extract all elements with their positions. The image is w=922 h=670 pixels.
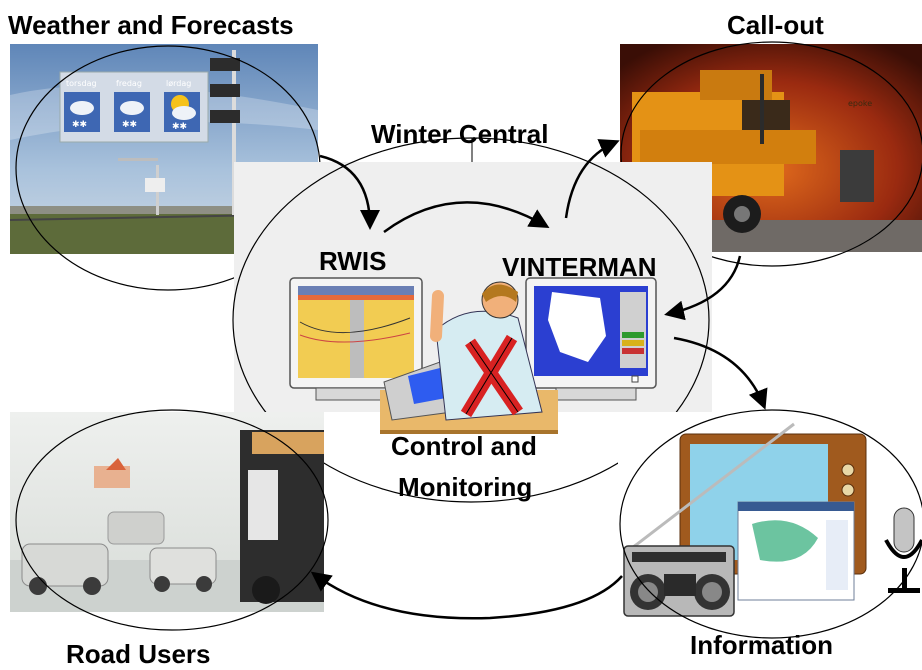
- label-weather-and-forecasts: Weather and Forecasts: [8, 10, 294, 40]
- label-information: Information: [690, 630, 833, 660]
- sun-cloud-icon: ✱✱: [171, 95, 196, 132]
- label-control-and: Control and: [391, 431, 537, 461]
- flow-arrows: [310, 139, 768, 620]
- svg-text:✱✱: ✱✱: [122, 120, 137, 130]
- label-winter-central: Winter Central: [371, 119, 549, 149]
- information-photo: [618, 409, 922, 639]
- rwis-monitor: [289, 277, 423, 401]
- truck-brand: epoke: [848, 99, 872, 108]
- operator-figure: [380, 281, 558, 434]
- callout-photo: epoke: [620, 41, 922, 267]
- arrow-information-to-road-users: [310, 571, 623, 620]
- winter-central-ellipse: [232, 137, 710, 503]
- vinterman-monitor: [525, 277, 657, 401]
- label-rwis: RWIS: [319, 246, 387, 276]
- road-users-photo: [10, 409, 329, 631]
- forecast-day: fredag: [116, 79, 142, 88]
- svg-text:✱✱: ✱✱: [72, 120, 87, 130]
- forecast-day: lørdag: [166, 79, 191, 88]
- arrow-to-information: [673, 336, 768, 410]
- svg-text:✱✱: ✱✱: [172, 122, 187, 132]
- arrow-weather-to-rwis: [319, 154, 380, 230]
- label-road-users: Road Users: [66, 639, 211, 669]
- arrow-to-callout: [564, 139, 620, 219]
- label-vinterman: VINTERMAN: [502, 252, 657, 282]
- snow-cloud-icon: ✱✱: [70, 101, 94, 130]
- arrow-callout-to-vinterman: [664, 255, 742, 321]
- label-call-out: Call-out: [727, 10, 824, 40]
- label-monitoring: Monitoring: [398, 472, 533, 502]
- snow-cloud-icon: ✱✱: [120, 101, 144, 130]
- arrow-rwis-to-vinterman: [383, 201, 550, 234]
- forecast-day: torsdag: [66, 79, 97, 88]
